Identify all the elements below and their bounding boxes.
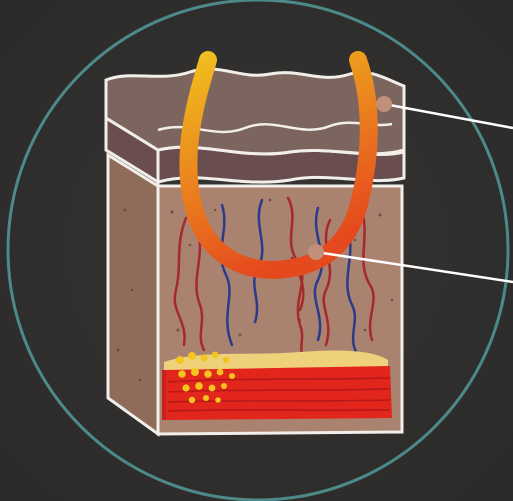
marker-dot-lower: [308, 244, 324, 260]
marker-dot-upper: [376, 96, 392, 112]
muscle-edge: [162, 370, 166, 420]
skin-block: [106, 69, 404, 434]
block-side-face: [108, 155, 158, 434]
